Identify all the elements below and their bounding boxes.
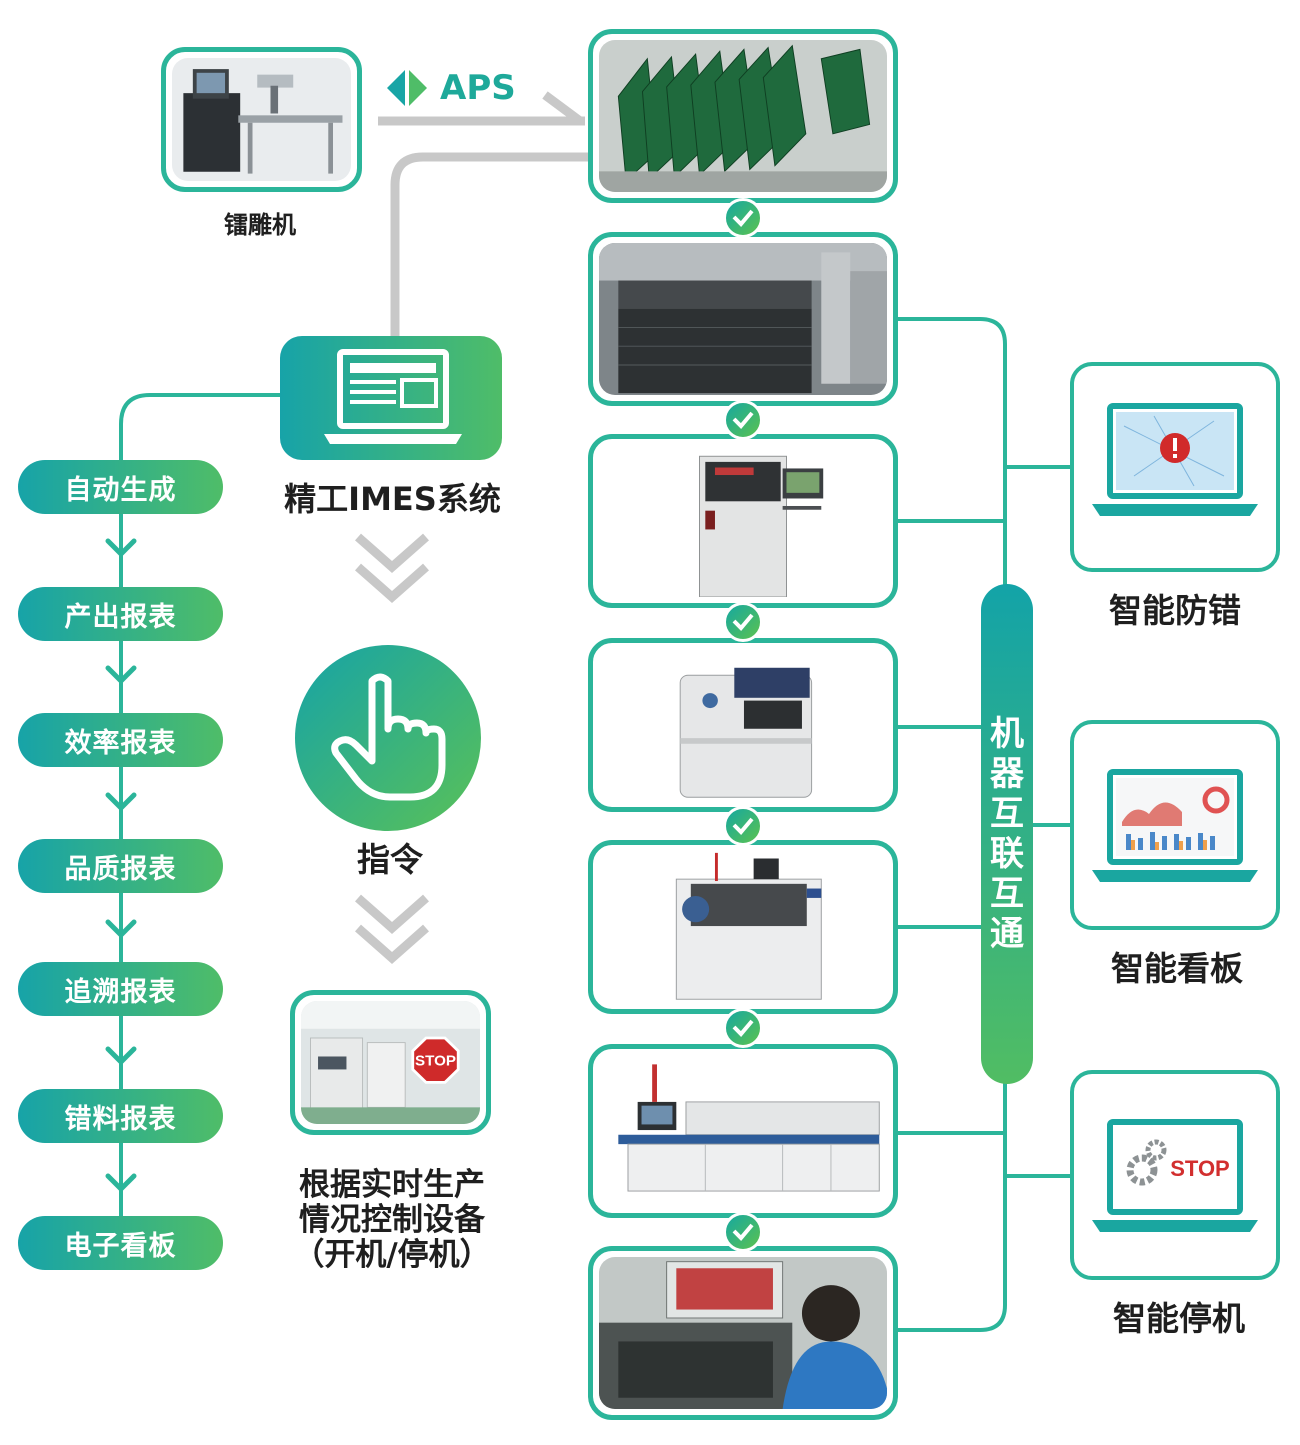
pointing-hand-icon <box>331 673 446 801</box>
spi-inspection-photo <box>588 434 898 608</box>
step-check-icon <box>723 400 763 440</box>
factory-stop-photo: STOP <box>290 990 491 1135</box>
smart-dashboard-panel <box>1070 720 1280 930</box>
report-traceability[interactable]: 追溯报表 <box>18 962 223 1016</box>
control-description: 根据实时生产 情况控制设备 （开机/停机） <box>262 1168 522 1273</box>
report-auto-generate[interactable]: 自动生成 <box>18 460 223 514</box>
step-check-icon <box>723 198 763 238</box>
machine-interconnect-bar: 机 器 互 联 互 通 <box>981 584 1033 1084</box>
pcb-boards-photo <box>588 29 898 203</box>
step-check-icon <box>723 806 763 846</box>
pick-and-place-photo <box>588 638 898 812</box>
mounter-photo <box>588 840 898 1014</box>
step-check-icon <box>723 1212 763 1252</box>
report-quality[interactable]: 品质报表 <box>18 839 223 893</box>
error-alert-icon <box>1092 403 1258 516</box>
interconnect-char: 机 <box>990 714 1024 754</box>
smart-error-proof-label: 智能防错 <box>1109 591 1241 630</box>
mes-system-label: 精工IMES系统 <box>284 480 501 518</box>
aps-logo-icon <box>385 70 429 106</box>
control-line-1: 根据实时生产 <box>299 1167 485 1203</box>
smart-dashboard-label: 智能看板 <box>1111 949 1243 988</box>
smart-error-proof-panel <box>1070 362 1280 572</box>
control-line-2: 情况控制设备 <box>299 1202 485 1238</box>
interconnect-char: 互 <box>990 794 1024 834</box>
step-check-icon <box>723 1008 763 1048</box>
smart-shutdown-label: 智能停机 <box>1113 1299 1245 1338</box>
command-label: 指令 <box>357 840 423 879</box>
aoi-operator-photo <box>588 1246 898 1420</box>
report-wrong-material[interactable]: 错料报表 <box>18 1089 223 1143</box>
laser-engraver-photo <box>161 47 362 192</box>
dashboard-chart-icon <box>1092 769 1258 882</box>
control-line-3: （开机/停机） <box>293 1237 491 1273</box>
report-electronic-board[interactable]: 电子看板 <box>18 1216 223 1270</box>
stop-sign-text: STOP <box>415 1053 456 1070</box>
interconnect-char: 器 <box>990 754 1024 794</box>
interconnect-char: 互 <box>990 874 1024 914</box>
reflow-oven-photo <box>588 1044 898 1218</box>
laptop-icon <box>324 349 462 444</box>
engraver-label: 镭雕机 <box>224 211 296 239</box>
mes-system-box <box>280 336 502 460</box>
report-output[interactable]: 产出报表 <box>18 587 223 641</box>
aps-label: APS <box>440 68 516 108</box>
solder-printer-photo <box>588 232 898 406</box>
panel-stop-text: STOP <box>1170 1156 1230 1181</box>
command-button <box>295 645 481 831</box>
step-check-icon <box>723 602 763 642</box>
interconnect-char: 通 <box>990 914 1024 954</box>
report-efficiency[interactable]: 效率报表 <box>18 713 223 767</box>
gear-stop-icon: STOP <box>1092 1119 1258 1232</box>
interconnect-char: 联 <box>990 834 1024 874</box>
smart-shutdown-panel: STOP <box>1070 1070 1280 1280</box>
